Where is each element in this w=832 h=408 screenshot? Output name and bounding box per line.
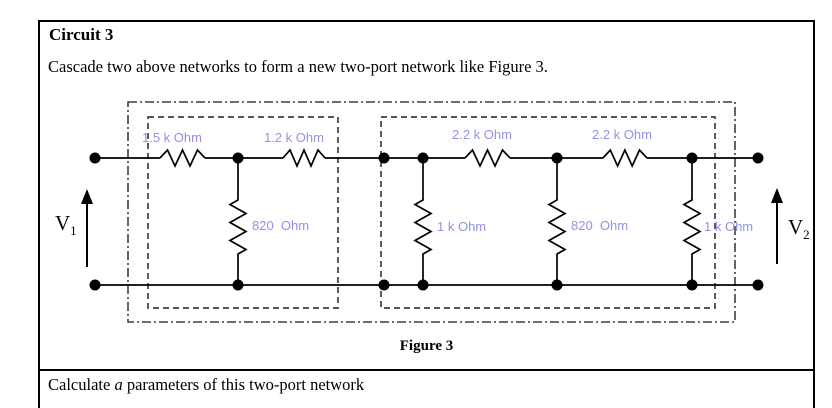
node-dot xyxy=(417,152,429,164)
network1-box xyxy=(147,116,339,309)
shunt-branches xyxy=(228,158,702,285)
node-dot xyxy=(686,279,698,291)
node-dot xyxy=(551,152,563,164)
table-border xyxy=(38,20,815,408)
terminal-in-bottom xyxy=(89,279,101,291)
resistor-label-1k-b: 1 k Ohm xyxy=(704,219,754,234)
node-dot xyxy=(232,152,244,164)
resistor-label-1k-a: 1 k Ohm xyxy=(437,219,487,234)
resistor-label-820b: 820 Ohm xyxy=(571,218,629,233)
resistor-820b-zigzag xyxy=(547,158,567,285)
v2-arrow-icon xyxy=(771,188,783,264)
task-prefix: Calculate xyxy=(48,375,115,394)
resistor-2p2k-b-zigzag xyxy=(602,147,648,169)
cascade-boundary-box xyxy=(127,101,736,323)
node-dot xyxy=(378,279,390,291)
v1-label: V1 xyxy=(55,211,77,239)
connection-nodes xyxy=(89,152,764,291)
v2-label: V2 xyxy=(788,215,810,243)
terminal-out-bottom xyxy=(752,279,764,291)
network2-box xyxy=(380,116,716,309)
resistor-label-1p5k: 1.5 k Ohm xyxy=(142,130,202,145)
resistor-label-2p2k-a: 2.2 k Ohm xyxy=(452,127,512,142)
node-dot xyxy=(378,152,390,164)
figure-caption: Figure 3 xyxy=(399,338,454,354)
node-dot xyxy=(551,279,563,291)
node-dot xyxy=(417,279,429,291)
resistor-2p2k-a-zigzag xyxy=(464,147,511,169)
top-rail-wire xyxy=(95,147,758,169)
resistor-label-820a: 820 Ohm xyxy=(252,218,310,233)
terminal-out-top xyxy=(752,152,764,164)
v1-arrow-icon xyxy=(81,189,93,267)
resistor-1k-b-zigzag xyxy=(682,158,702,285)
node-dot xyxy=(232,279,244,291)
resistor-1k-a-zigzag xyxy=(413,158,433,285)
task-emphasis: a xyxy=(114,375,123,394)
resistor-1p2k-zigzag xyxy=(282,147,326,169)
table-row-divider xyxy=(38,369,815,371)
resistor-820a-zigzag xyxy=(228,158,248,285)
node-dot xyxy=(686,152,698,164)
page-title: Circuit 3 xyxy=(49,25,114,44)
description-text: Cascade two above networks to form a new… xyxy=(48,57,548,76)
resistor-label-1p2k: 1.2 k Ohm xyxy=(264,130,324,145)
task-suffix: parameters of this two-port network xyxy=(122,375,365,394)
resistor-label-2p2k-b: 2.2 k Ohm xyxy=(592,127,652,142)
terminal-in-top xyxy=(89,152,101,164)
resistor-1p5k-zigzag xyxy=(159,147,206,169)
task-text: Calculate a parameters of this two-port … xyxy=(48,375,364,395)
